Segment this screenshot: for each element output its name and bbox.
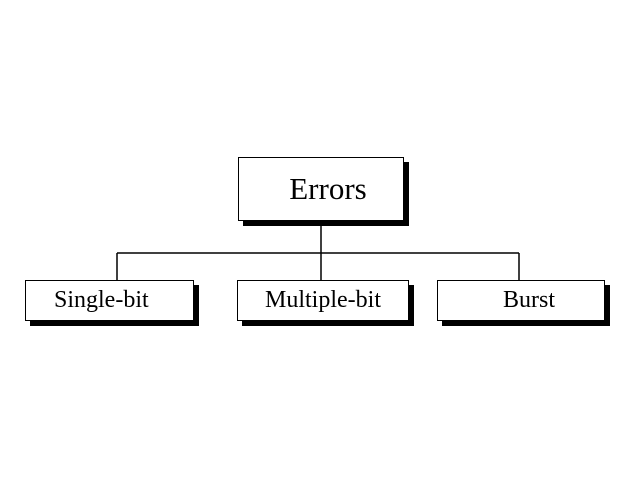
child-node-burst: Burst	[437, 280, 605, 321]
root-node-label: Errors	[289, 171, 367, 206]
child-node-label-multiple-bit: Multiple-bit	[265, 287, 381, 313]
child-node-label-single-bit: Single-bit	[54, 287, 149, 313]
child-node-single-bit: Single-bit	[25, 280, 194, 321]
root-node-errors: Errors	[238, 157, 404, 221]
child-node-multiple-bit: Multiple-bit	[237, 280, 409, 321]
child-node-label-burst: Burst	[502, 287, 555, 313]
